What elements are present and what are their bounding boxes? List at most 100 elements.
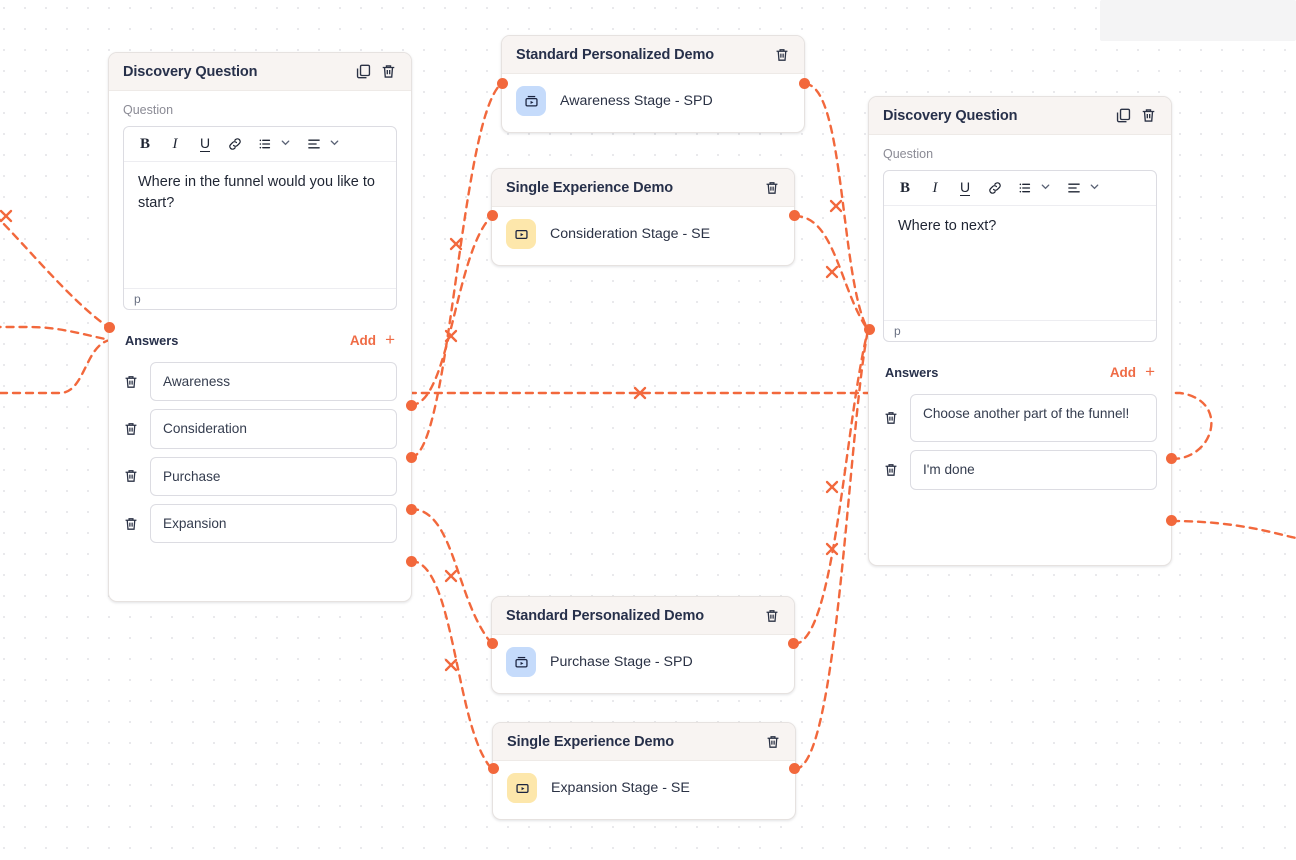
handle-output-answer-purchase[interactable] <box>406 504 417 515</box>
trash-icon[interactable] <box>123 421 139 437</box>
answer-row[interactable]: I'm done <box>883 450 1157 490</box>
handle-output-answer-expansion[interactable] <box>406 556 417 567</box>
handle-output-demo-consideration[interactable] <box>789 210 800 221</box>
node-discovery-question-left[interactable]: Discovery Question Question B <box>108 52 412 602</box>
node-demo-expansion-se[interactable]: Single Experience Demo Expansion Stage -… <box>492 722 796 820</box>
question-text[interactable]: Where to next? <box>898 218 997 234</box>
chevron-down-icon <box>329 135 340 153</box>
question-editor[interactable]: B I U <box>123 126 397 310</box>
handle-output-demo-awareness[interactable] <box>799 78 810 89</box>
node-header: Single Experience Demo <box>492 169 794 207</box>
answer-input[interactable]: Purchase <box>150 456 397 496</box>
bullet-list-icon <box>1010 174 1040 202</box>
answer-input[interactable]: Choose another part of the funnel! <box>910 394 1157 443</box>
bullet-list-button[interactable] <box>250 130 291 158</box>
node-header: Discovery Question <box>109 53 411 91</box>
handle-output-answer-choose-another[interactable] <box>1166 453 1177 464</box>
node-header: Standard Personalized Demo <box>502 36 804 74</box>
editor-status: p <box>884 320 1156 341</box>
node-title: Discovery Question <box>123 63 258 80</box>
trash-icon[interactable] <box>883 410 899 426</box>
align-button[interactable] <box>1059 174 1100 202</box>
edge-delete-marker <box>444 569 458 583</box>
trash-icon[interactable] <box>883 462 899 478</box>
answers-label: Answers <box>885 364 939 380</box>
node-demo-consideration-se[interactable]: Single Experience Demo Consideration Sta… <box>491 168 795 266</box>
edge-delete-marker <box>829 199 843 213</box>
single-experience-demo-icon <box>507 773 537 803</box>
edge-delete-marker <box>633 386 647 400</box>
answer-row[interactable]: Choose another part of the funnel! <box>883 394 1157 443</box>
answer-input[interactable]: Consideration <box>150 409 397 449</box>
node-title: Standard Personalized Demo <box>506 607 705 624</box>
node-demo-purchase-spd[interactable]: Standard Personalized Demo Purchase Stag… <box>491 596 795 694</box>
trash-icon[interactable] <box>123 516 139 532</box>
copy-icon[interactable] <box>1115 107 1132 124</box>
editor-status: p <box>124 288 396 309</box>
node-demo-awareness-spd[interactable]: Standard Personalized Demo Awareness Sta… <box>501 35 805 133</box>
handle-output-answer-im-done[interactable] <box>1166 515 1177 526</box>
handle-output-demo-purchase[interactable] <box>788 638 799 649</box>
question-label: Question <box>883 147 934 161</box>
trash-icon[interactable] <box>380 63 397 80</box>
handle-output-answer-awareness[interactable] <box>406 400 417 411</box>
edge-delete-marker <box>444 329 458 343</box>
handle-input-demo-expansion[interactable] <box>488 763 499 774</box>
edge-delete-marker <box>0 209 13 223</box>
copy-icon[interactable] <box>355 63 372 80</box>
handle-input-right-question[interactable] <box>864 324 875 335</box>
node-discovery-question-right[interactable]: Discovery Question Question B <box>868 96 1172 566</box>
answer-row[interactable]: Consideration <box>123 409 397 449</box>
chevron-down-icon <box>1040 179 1051 197</box>
trash-icon[interactable] <box>123 468 139 484</box>
edge-delete-marker <box>444 658 458 672</box>
add-answer-button[interactable]: Add + <box>1109 362 1155 381</box>
trash-icon[interactable] <box>764 180 780 196</box>
underline-button[interactable]: U <box>199 134 211 153</box>
chevron-down-icon <box>1089 179 1100 197</box>
question-editor[interactable]: B I U <box>883 170 1157 342</box>
answer-input[interactable]: I'm done <box>910 450 1157 490</box>
node-title: Discovery Question <box>883 107 1018 124</box>
demo-stage-label: Expansion Stage - SE <box>551 780 690 796</box>
align-button[interactable] <box>299 130 340 158</box>
trash-icon[interactable] <box>764 608 780 624</box>
handle-input-left-question[interactable] <box>104 322 115 333</box>
align-left-icon <box>1059 174 1089 202</box>
demo-stage-label: Consideration Stage - SE <box>550 226 711 242</box>
standard-personalized-demo-icon <box>516 86 546 116</box>
trash-icon[interactable] <box>765 734 781 750</box>
edge-delete-marker <box>825 265 839 279</box>
bullet-list-icon <box>250 130 280 158</box>
handle-output-demo-expansion[interactable] <box>789 763 800 774</box>
answer-input[interactable]: Expansion <box>150 503 397 544</box>
editor-toolbar[interactable]: B I U <box>884 171 1156 206</box>
italic-button[interactable]: I <box>172 135 178 152</box>
question-text[interactable]: Where in the funnel would you like to st… <box>138 174 375 211</box>
handle-output-answer-consideration[interactable] <box>406 452 417 463</box>
demo-stage-label: Awareness Stage - SPD <box>560 93 713 109</box>
answer-input[interactable]: Awareness <box>150 362 397 402</box>
bold-button[interactable]: B <box>899 179 910 196</box>
standard-personalized-demo-icon <box>506 647 536 677</box>
handle-input-demo-consideration[interactable] <box>487 210 498 221</box>
link-icon[interactable] <box>980 174 1010 202</box>
bullet-list-button[interactable] <box>1010 174 1051 202</box>
handle-input-demo-purchase[interactable] <box>487 638 498 649</box>
italic-button[interactable]: I <box>932 179 938 196</box>
answer-row[interactable]: Purchase <box>123 456 397 496</box>
answers-label: Answers <box>125 332 179 348</box>
trash-icon[interactable] <box>1140 107 1157 124</box>
node-header: Discovery Question <box>869 97 1171 135</box>
answer-row[interactable]: Awareness <box>123 362 397 402</box>
handle-input-demo-awareness[interactable] <box>497 78 508 89</box>
trash-icon[interactable] <box>123 374 139 390</box>
bold-button[interactable]: B <box>139 135 150 152</box>
answer-row[interactable]: Expansion <box>123 503 397 544</box>
add-answer-button[interactable]: Add + <box>349 330 395 349</box>
trash-icon[interactable] <box>774 47 790 63</box>
editor-toolbar[interactable]: B I U <box>124 127 396 162</box>
link-icon[interactable] <box>220 130 250 158</box>
underline-button[interactable]: U <box>959 178 971 197</box>
